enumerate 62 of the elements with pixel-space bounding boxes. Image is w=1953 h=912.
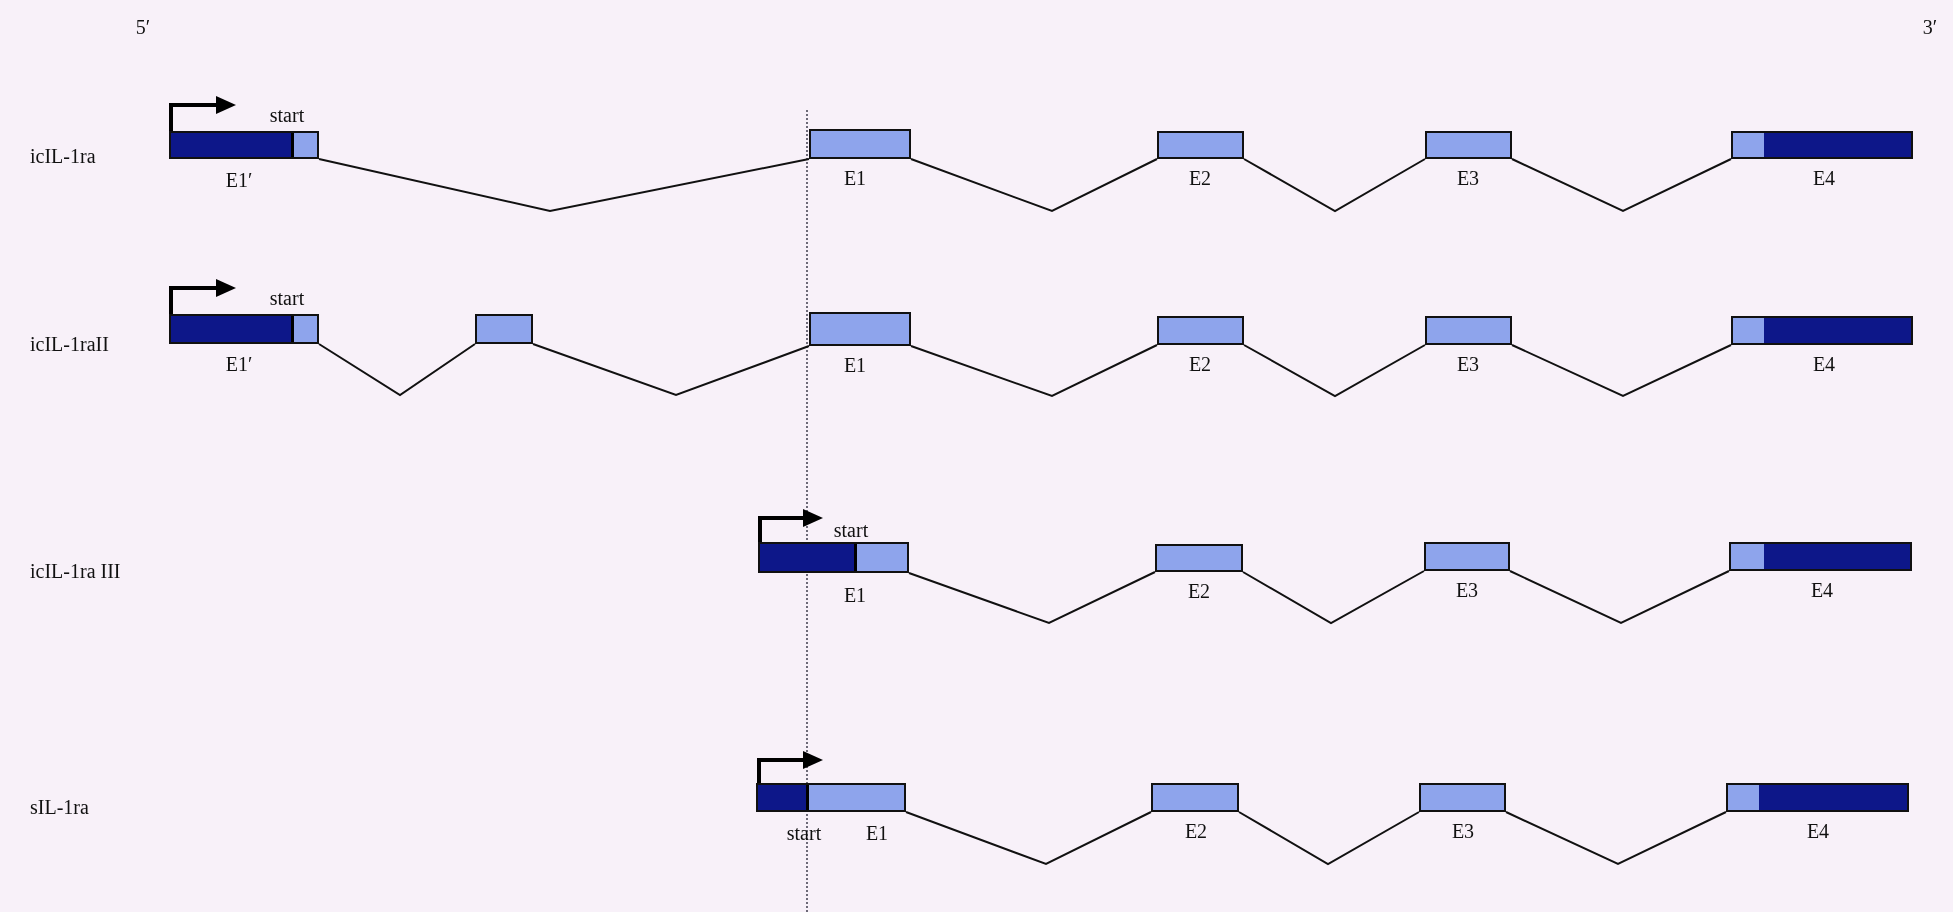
splice-line <box>910 158 1158 213</box>
splice-line <box>1238 811 1420 866</box>
splice-line <box>910 344 1158 398</box>
exon-label: E4 <box>1810 579 1834 601</box>
splice-line <box>318 343 476 397</box>
exon-label: E1 <box>865 822 889 844</box>
exon-box <box>809 129 911 159</box>
exon-label: E1′ <box>225 353 253 375</box>
splice-line <box>908 571 1156 625</box>
start-label: start <box>269 104 305 126</box>
exon-box <box>169 314 319 344</box>
exon-label: E4 <box>1806 820 1830 842</box>
exon-box <box>1729 542 1912 571</box>
exon-box <box>756 783 906 812</box>
exon-box <box>1726 783 1909 812</box>
splice-line <box>905 811 1152 866</box>
exon-box <box>1151 783 1239 812</box>
transcript-name: sIL-1ra <box>30 796 89 818</box>
exon-box <box>1731 316 1913 345</box>
exon-label: E1 <box>843 167 867 189</box>
start-label: start <box>833 519 869 541</box>
splice-line <box>1243 158 1426 213</box>
exon-box <box>1424 542 1510 571</box>
splice-line <box>532 343 810 397</box>
splice-line <box>1243 344 1426 398</box>
exon-box <box>758 542 909 573</box>
start-label: start <box>269 287 305 309</box>
exon-label: E2 <box>1188 353 1212 375</box>
start-label: start <box>786 822 822 844</box>
prime-mark: 3′ <box>1922 16 1938 38</box>
exon-box <box>1425 316 1512 345</box>
transcript-name: icIL-1ra <box>30 145 96 167</box>
splice-line <box>1509 570 1730 625</box>
splice-line <box>1242 570 1425 625</box>
transcript-name: icIL-1ra III <box>30 560 121 582</box>
exon-box <box>1157 316 1244 345</box>
exon-label: E2 <box>1187 580 1211 602</box>
exon-label: E3 <box>1451 820 1475 842</box>
splice-line <box>1511 158 1732 213</box>
transcript-name: icIL-1raII <box>30 333 109 355</box>
exon-label: E3 <box>1455 579 1479 601</box>
exon-box <box>1419 783 1506 812</box>
exon-box <box>169 131 319 159</box>
prime-mark: 5′ <box>135 16 151 38</box>
exon-label: E3 <box>1456 353 1480 375</box>
exon-box <box>1731 131 1913 159</box>
exon-box <box>1155 544 1243 572</box>
exon-box <box>475 314 533 344</box>
exon-label: E4 <box>1812 167 1836 189</box>
splice-line <box>318 158 810 213</box>
exon-box <box>1157 131 1244 159</box>
exon-label: E2 <box>1188 167 1212 189</box>
exon-box <box>809 312 911 346</box>
splice-line <box>1511 344 1732 398</box>
exon-label: E4 <box>1812 353 1836 375</box>
exon-label: E1′ <box>225 169 253 191</box>
exon-label: E3 <box>1456 167 1480 189</box>
splice-line <box>1505 811 1727 866</box>
exon-label: E1 <box>843 354 867 376</box>
exon-label: E2 <box>1184 820 1208 842</box>
exon-label: E1 <box>843 584 867 606</box>
exon-box <box>1425 131 1512 159</box>
